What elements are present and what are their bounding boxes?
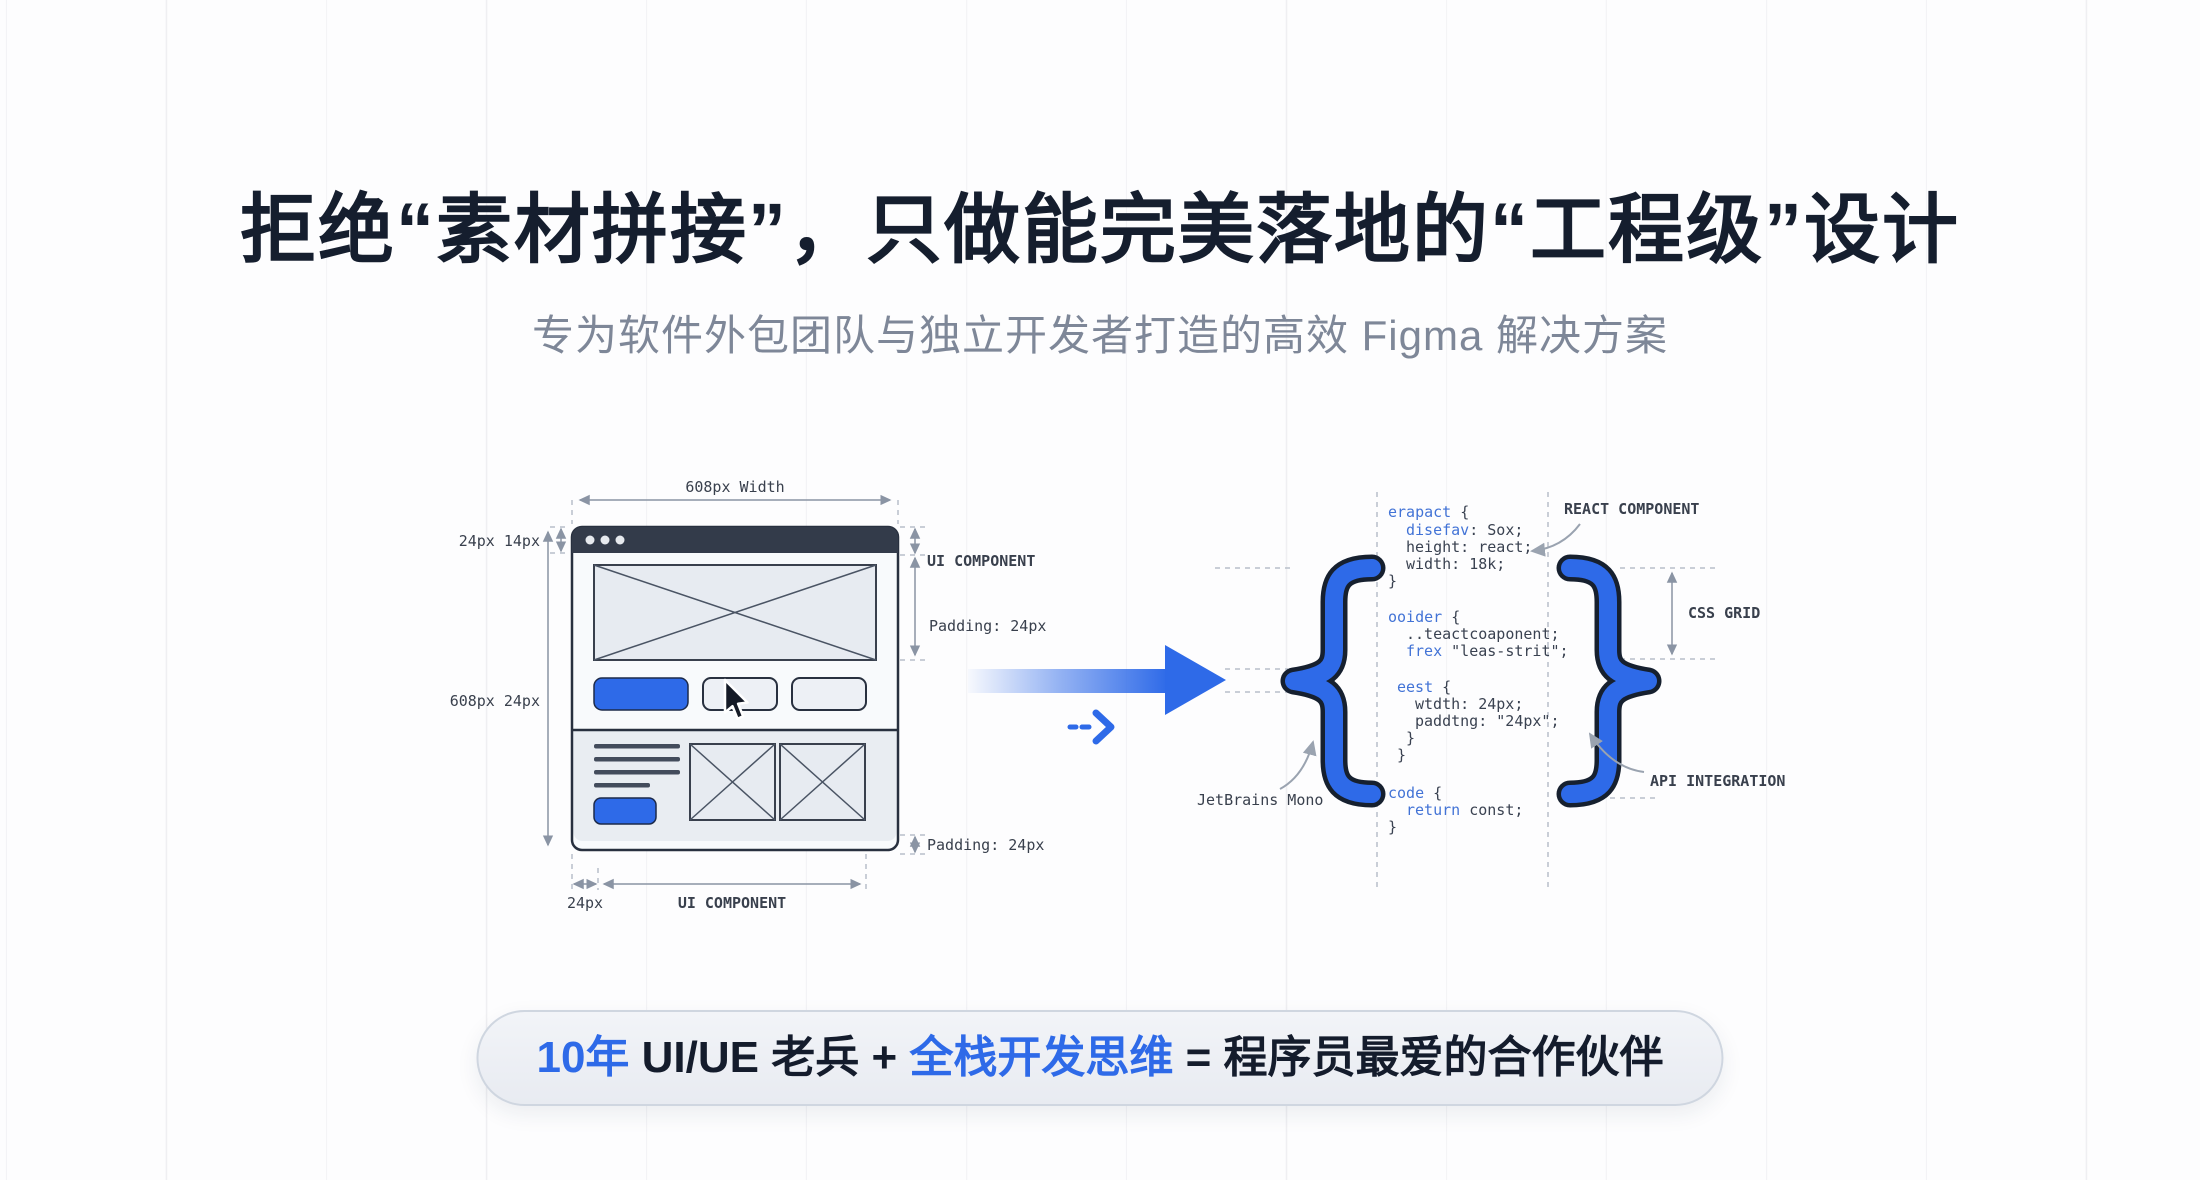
api-integration-label: API INTEGRATION [1650,772,1785,790]
svg-text:height: react;: height: react; [1406,538,1532,556]
traffic-light-icon [600,535,610,545]
svg-text:}: } [1388,572,1397,590]
css-grid-label: CSS GRID [1688,604,1760,622]
cursor-icon [723,678,749,720]
primary-button [593,677,689,711]
svg-text:wtdth: 24px;: wtdth: 24px; [1415,695,1523,713]
dashed-chevron-icon [1067,709,1115,745]
small-primary-button [593,797,657,825]
svg-text:eest {: eest { [1397,678,1451,696]
svg-text:width: 18k;: width: 18k; [1406,555,1505,573]
svg-text:}: } [1397,746,1406,764]
margin-label: 24px [567,894,603,912]
react-component-label: REACT COMPONENT [1564,500,1699,518]
image-placeholder [779,743,866,821]
transform-arrow-icon [968,645,1226,745]
ui-component-label-bottom: UI COMPONENT [678,894,786,912]
label-arrow [1279,740,1317,790]
window-header [572,527,898,553]
page-subtitle: 专为软件外包团队与独立开发者打造的高效 Figma 解决方案 [531,312,1669,359]
label-arrow [1530,523,1581,557]
svg-text:code {: code { [1388,784,1442,802]
width-label: 608px Width [685,478,784,496]
image-placeholder [689,743,776,821]
browser-window [570,525,900,852]
svg-text:}: } [1388,818,1397,836]
svg-text:disefav: Sox;: disefav: Sox; [1406,521,1523,539]
svg-text:return const;: return const; [1406,801,1523,819]
svg-text:ooider {: ooider { [1388,608,1460,626]
svg-text:erapact {: erapact { [1388,503,1469,521]
label-arrow [1588,732,1645,773]
footer-pill-text: 10年 UI/UE 老兵 + 全栈开发思维 = 程序员最爱的合作伙伴 [536,1033,1664,1082]
image-placeholder [593,564,877,661]
svg-text:frex "leas-strit";: frex "leas-strit"; [1406,642,1569,660]
tertiary-button [791,677,867,711]
text-lines [594,744,680,788]
svg-text:..teactcoaponent;: ..teactcoaponent; [1406,625,1560,643]
curly-braces-icon [1280,554,1662,808]
code-panel-group: erapact {disefav: Sox;height: react;widt… [1197,492,1785,887]
page-title: 拒绝“素材拼接”，只做能完美落地的“工程级”设计 [240,188,1960,273]
padding-label: Padding: 24px [929,617,1046,635]
svg-text:paddtng: "24px";: paddtng: "24px"; [1415,712,1560,730]
jetbrains-mono-label: JetBrains Mono [1197,791,1323,809]
ui-component-label-right: UI COMPONENT [927,552,1035,570]
header-size-label: 24px 14px [459,532,540,550]
traffic-light-icon [615,535,625,545]
wireframe-group: 608px Width 24px 14px 608px 24px UI COMP… [450,478,1047,912]
svg-text:}: } [1406,729,1415,747]
traffic-light-icon [585,535,595,545]
design-to-code-diagram: 608px Width 24px 14px 608px 24px UI COMP… [450,478,1786,912]
padding-bottom-label: Padding: 24px [927,836,1044,854]
code-block: erapact {disefav: Sox;height: react;widt… [1388,503,1569,836]
footer-pill: 10年 UI/UE 老兵 + 全栈开发思维 = 程序员最爱的合作伙伴 [476,1010,1724,1106]
side-size-label: 608px 24px [450,692,540,710]
